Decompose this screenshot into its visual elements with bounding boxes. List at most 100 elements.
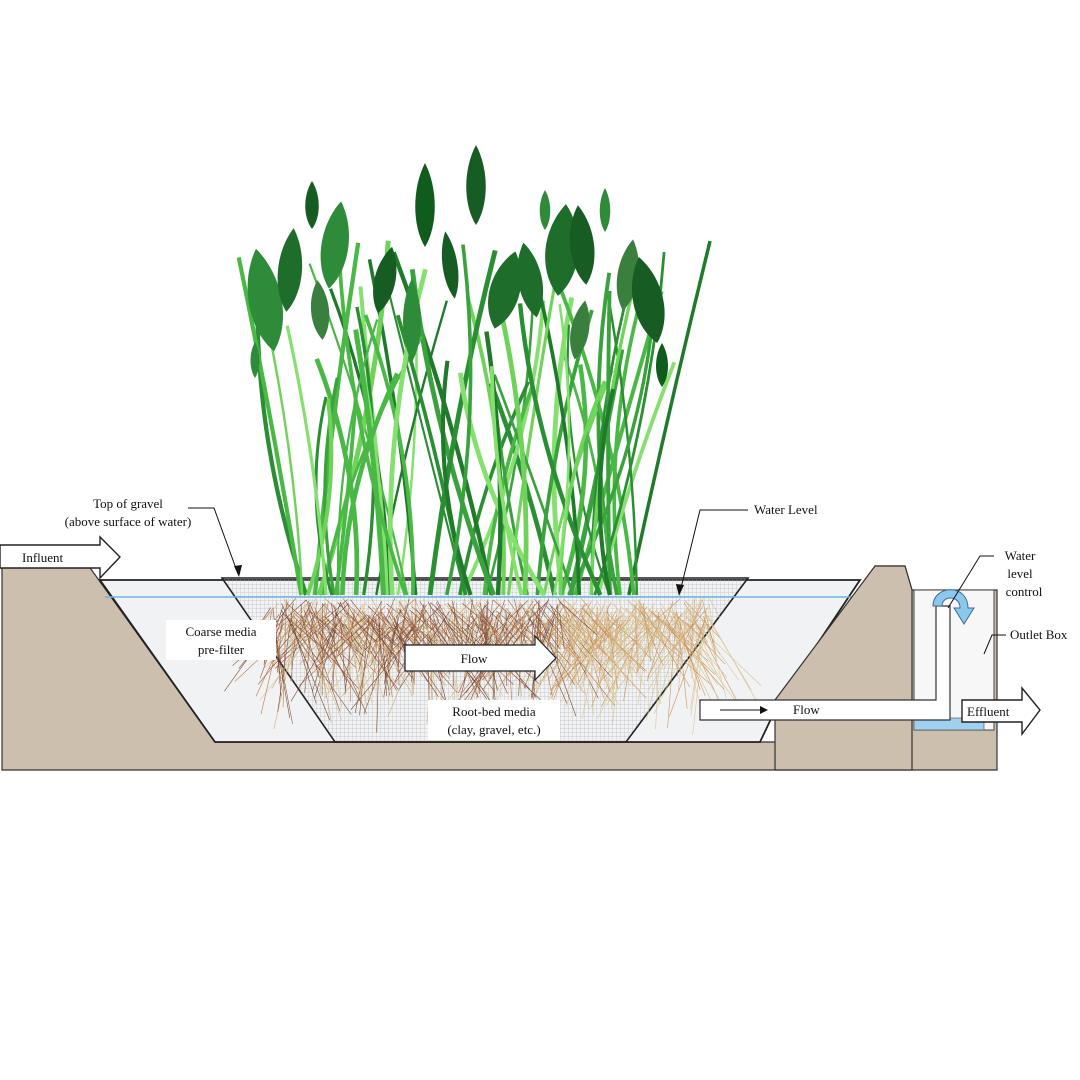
plant-leaf xyxy=(247,248,284,352)
root-strand xyxy=(642,602,652,663)
root-strand xyxy=(466,601,478,620)
root-strand xyxy=(323,618,394,699)
effluent-arrow[interactable] xyxy=(961,686,1041,737)
plant-stem xyxy=(340,372,400,596)
water-level-control-leader xyxy=(947,555,994,609)
water-level-control-line2: level xyxy=(1007,566,1033,581)
center-flow-arrow xyxy=(404,634,557,682)
root-strand xyxy=(616,605,695,674)
plant-leaf xyxy=(570,300,590,360)
outlet-pipe xyxy=(699,605,951,721)
root-strand xyxy=(569,623,596,683)
root-strand xyxy=(601,624,645,707)
root-strand xyxy=(384,625,414,679)
root-strand xyxy=(633,619,653,638)
root-strand xyxy=(559,612,565,650)
plant-leaf xyxy=(545,204,579,296)
root-strand xyxy=(660,608,680,647)
plant-leaf xyxy=(569,205,595,285)
root-strand xyxy=(324,621,367,714)
root-strand xyxy=(290,615,293,682)
plant-leaf xyxy=(373,246,397,314)
root-strand xyxy=(464,602,490,631)
root-strand xyxy=(299,598,317,630)
root-strand xyxy=(628,610,637,639)
root-strand xyxy=(288,625,352,715)
root-strand xyxy=(566,611,602,681)
root-strand xyxy=(354,615,367,707)
root-strand xyxy=(398,608,422,642)
plant-stem xyxy=(499,315,529,596)
root-strand xyxy=(690,610,707,716)
root-strand xyxy=(513,598,527,647)
root-strand xyxy=(358,627,370,673)
root-strand xyxy=(290,619,317,704)
root-strand xyxy=(290,616,343,702)
plant-leaf xyxy=(656,343,668,387)
root-strand xyxy=(638,605,656,646)
root-strand xyxy=(307,608,364,657)
root-strand xyxy=(351,626,360,692)
root-strand xyxy=(663,613,697,671)
root-strand xyxy=(528,623,593,697)
root-strand xyxy=(275,620,318,669)
plant-leaf xyxy=(320,201,349,289)
water-level-leader xyxy=(679,509,748,593)
root-strand xyxy=(611,613,624,644)
root-strand xyxy=(559,622,608,704)
root-strand xyxy=(570,604,573,663)
influent-arrow[interactable] xyxy=(0,535,121,580)
root-strand xyxy=(456,602,458,628)
plant-stem xyxy=(396,337,418,596)
root-strand xyxy=(677,603,702,660)
plant-leaf xyxy=(277,228,303,312)
plant-leaf xyxy=(305,181,319,229)
root-strand xyxy=(579,614,609,693)
root-strand xyxy=(577,608,647,689)
root-strand xyxy=(282,619,292,645)
root-strand xyxy=(518,612,530,640)
root-strand xyxy=(610,619,624,709)
root-strand xyxy=(655,619,662,729)
plant-leaf xyxy=(415,163,435,247)
root-strand xyxy=(425,612,429,634)
plant-stem xyxy=(305,398,334,596)
root-strand xyxy=(337,602,376,642)
root-strand xyxy=(495,604,523,647)
root-strand xyxy=(398,598,410,641)
root-strand xyxy=(559,601,597,635)
root-strand xyxy=(482,615,502,637)
root-strand xyxy=(581,609,631,687)
plant-stem xyxy=(323,377,339,596)
root-strand xyxy=(703,616,715,643)
outlet-flow-label: Flow xyxy=(793,702,820,717)
root-strand xyxy=(277,603,294,713)
top-of-gravel-leader xyxy=(188,507,239,575)
root-strand xyxy=(332,605,361,666)
root-strand xyxy=(646,620,661,649)
top-of-gravel-leader-head xyxy=(234,565,242,577)
root-strand xyxy=(375,608,394,646)
root-bed-label-line1: Root-bed media xyxy=(452,704,536,719)
plant-stem xyxy=(353,329,387,596)
root-strand xyxy=(693,619,717,674)
root-strand xyxy=(278,621,302,651)
plant-leaf xyxy=(517,242,544,318)
root-strand xyxy=(290,620,320,679)
root-strand xyxy=(665,613,677,632)
root-strand xyxy=(341,620,405,697)
root-strand xyxy=(537,627,575,685)
plant-stem xyxy=(558,364,589,596)
root-strand xyxy=(566,621,586,638)
root-strand xyxy=(651,600,694,650)
root-strand xyxy=(527,601,548,621)
root-strand xyxy=(649,612,682,640)
root-strand xyxy=(348,603,351,702)
root-strand xyxy=(681,598,704,623)
plant-leaf xyxy=(632,256,665,344)
root-strand xyxy=(484,605,518,641)
root-strand xyxy=(548,605,564,642)
plant-stem xyxy=(285,325,328,596)
root-strand xyxy=(653,625,697,714)
